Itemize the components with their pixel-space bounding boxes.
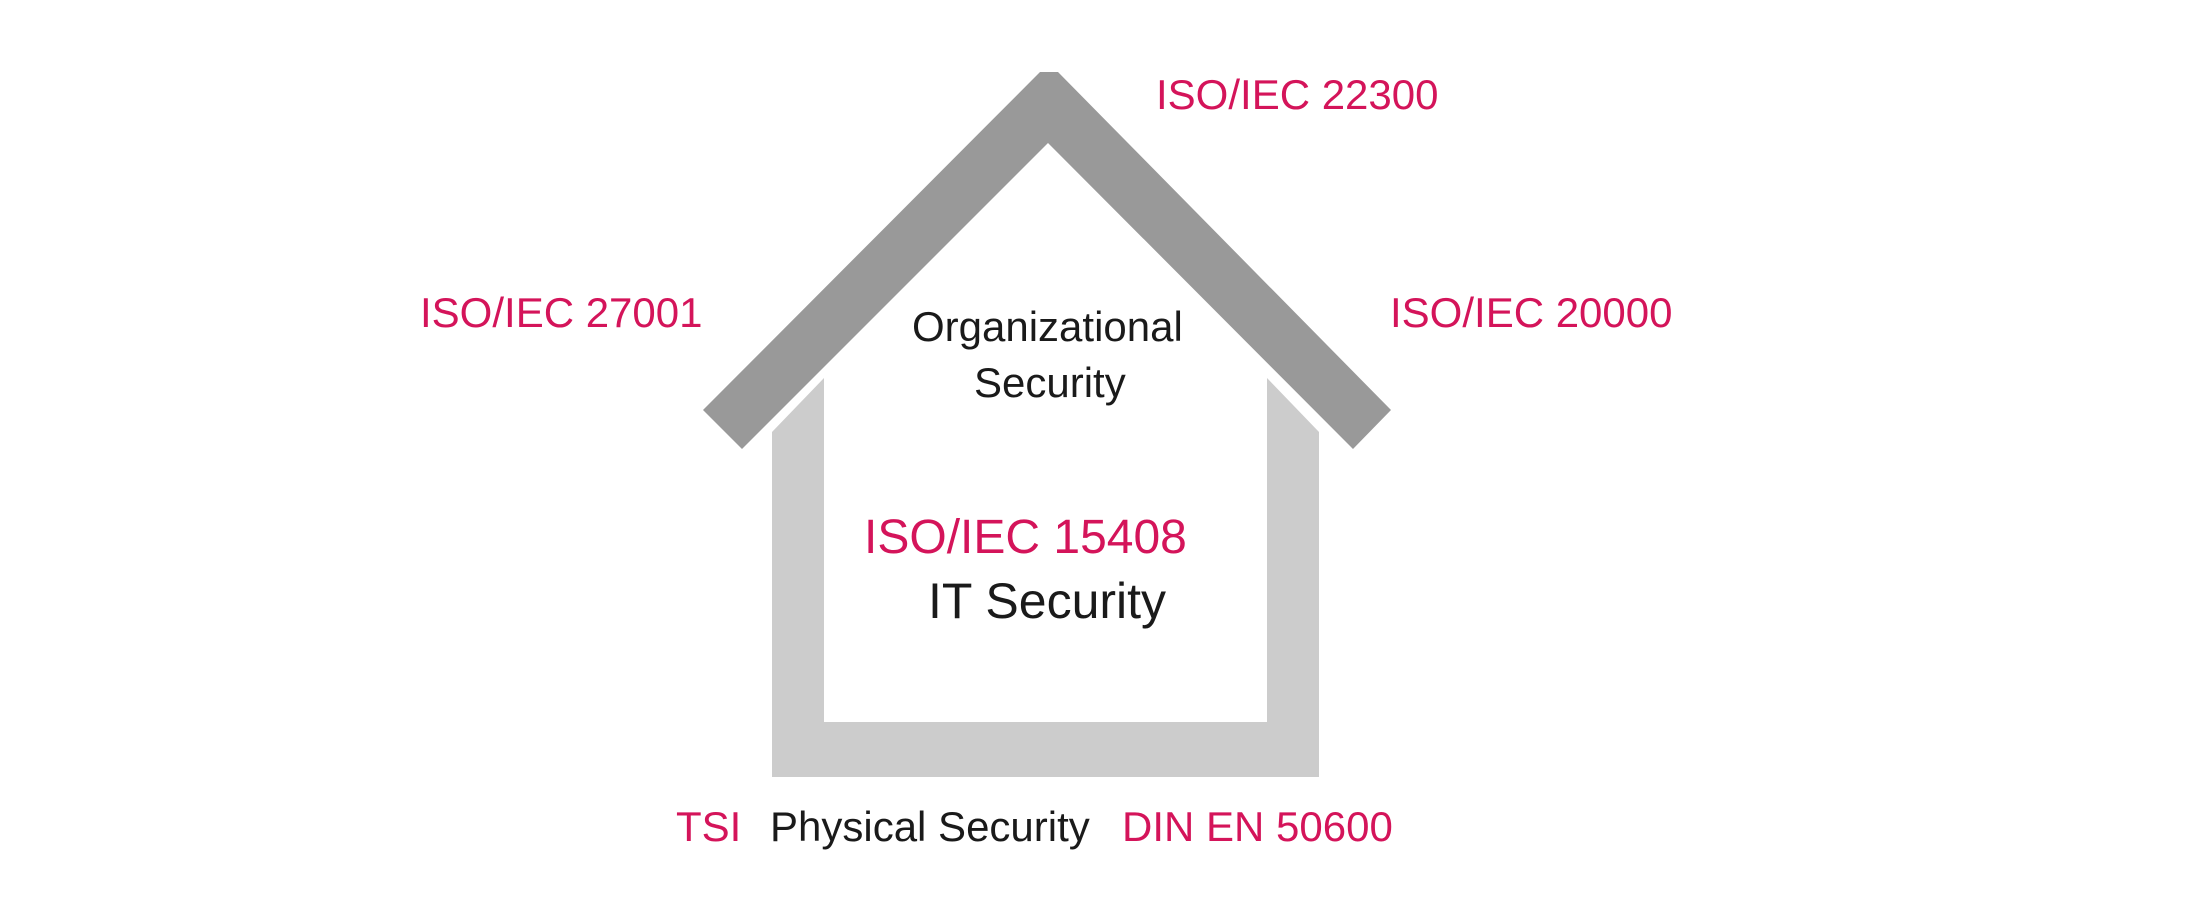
roof-right-standard-label: ISO/IEC 20000 (1390, 289, 1673, 336)
roof-left-standard-label: ISO/IEC 27001 (420, 289, 703, 336)
it-standard-label: ISO/IEC 15408 (864, 511, 1187, 564)
physical-right-standard-label: DIN EN 50600 (1122, 803, 1393, 850)
house-roof (703, 72, 1391, 449)
physical-security-label: Physical Security (770, 803, 1090, 850)
physical-left-standard-label: TSI (676, 803, 742, 850)
organizational-security-line2: Security (974, 359, 1126, 406)
it-security-label: IT Security (928, 573, 1167, 629)
organizational-security-line1: Organizational (912, 303, 1183, 350)
house-walls (772, 378, 1319, 777)
roof-top-standard-label: ISO/IEC 22300 (1156, 71, 1439, 118)
